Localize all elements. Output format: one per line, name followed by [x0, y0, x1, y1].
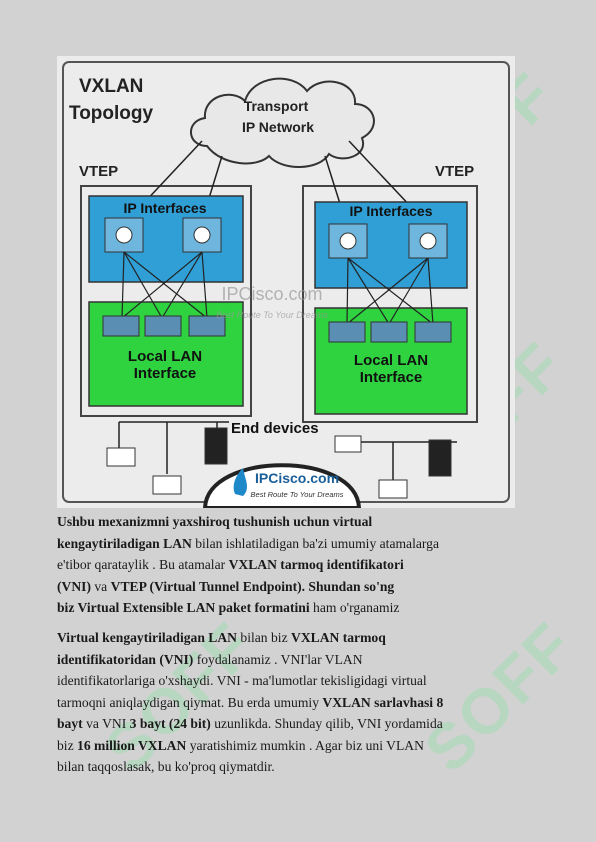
p1-s5: VXLAN tarmoq identifikatori: [228, 557, 404, 572]
switch-icon-right-2: [370, 321, 408, 343]
p2-s15: yaratishimiz mumkin . Agar biz uni VLAN: [186, 737, 424, 753]
p1-s2: kengaytiriladigan LAN: [57, 535, 192, 551]
p1-s7: va: [90, 578, 111, 594]
p2-s10: va VNI: [82, 716, 130, 731]
p1-s4: e'tibor qarataylik . Bu atamalar: [57, 557, 229, 572]
cloud-icon: [190, 77, 375, 168]
switch-icon-left-1: [102, 315, 140, 337]
lan-right-label-line1: Local LAN: [354, 352, 428, 369]
p2-s9: bayt: [57, 716, 83, 731]
router-icon-right-2: [408, 223, 448, 259]
switch-icon-right-1: [328, 321, 366, 343]
p2-s14: 16 million VXLAN: [77, 737, 187, 753]
logo-text: IPCisco.com: [255, 470, 339, 486]
laptop-icon-right-1: [334, 435, 362, 453]
laptop-icon-left-1: [106, 447, 136, 467]
server-icon-left: [204, 427, 228, 465]
paragraph-2: Virtual kengaytiriladigan LAN bilan biz …: [57, 627, 519, 778]
p1-s8: VTEP (Virtual Tunnel Endpoint). Shundan …: [110, 578, 395, 594]
switch-icon-left-2: [144, 315, 182, 337]
p1-s9: biz Virtual Extensible LAN paket formati…: [57, 600, 310, 615]
p2-s4: identifikatoridan (VNI): [57, 651, 194, 667]
lan-left-label-line1: Local LAN: [128, 348, 202, 365]
paragraph-1: Ushbu mexanizmni yaxshiroq tushunish uch…: [57, 511, 519, 619]
p2-s1: Virtual kengaytiriladigan LAN: [57, 630, 238, 645]
p1-s6: (VNI): [57, 578, 91, 594]
p2-s7: tarmoqni aniqlaydigan qiymat. Bu erda um…: [57, 694, 323, 710]
diagram-title-line2: Topology: [69, 103, 154, 124]
vtep-left-frame: [80, 185, 252, 417]
p2-s13: biz: [57, 737, 78, 753]
vtep-right-label: VTEP: [435, 163, 474, 180]
logo-tagline: Best Route To Your Dreams: [251, 490, 344, 499]
p1-s10: ham o'rganamiz: [309, 600, 400, 615]
p2-s3: VXLAN tarmoq: [291, 630, 386, 645]
vtep-right-frame: [302, 185, 478, 423]
p2-s16: bilan taqqoslasak, bu ko'proq qiymatdir.: [57, 759, 275, 774]
p2-s2: bilan biz: [237, 630, 291, 645]
router-icon-right-1: [328, 223, 368, 259]
cloud-label-line1: Transport: [244, 98, 309, 114]
p2-s6: identifikatorlariga o'xshaydi. VNI - ma'…: [57, 673, 427, 688]
server-icon-right: [428, 439, 452, 477]
lan-right-label-line2: Interface: [360, 369, 423, 386]
router-icon-left-2: [182, 217, 222, 253]
laptop-icon-right-2: [378, 479, 408, 499]
p2-s12: uzunlikda. Shunday qilib, VNI yordamida: [210, 716, 443, 731]
ip-interfaces-left-label: IP Interfaces: [123, 200, 206, 216]
p2-s5: foydalanamiz . VNI'lar VLAN: [193, 651, 363, 667]
p1-s3: bilan ishlatiladigan ba'zi umumiy atamal…: [191, 535, 440, 551]
vxlan-topology-diagram: VXLAN Topology Transport IP Network VTEP…: [57, 56, 515, 508]
laptop-icon-left-2: [152, 475, 182, 495]
switch-icon-left-3: [188, 315, 226, 337]
center-watermark: IPCisco.com: [221, 284, 322, 304]
ipcisco-logo: [202, 463, 362, 508]
p2-s8: VXLAN sarlavhasi 8: [322, 694, 444, 710]
router-icon-left-1: [104, 217, 144, 253]
cloud-label-line2: IP Network: [242, 119, 314, 135]
center-watermark-tagline: Best Route To Your Dreams: [216, 310, 328, 320]
vtep-left-label: VTEP: [79, 163, 118, 180]
end-devices-label: End devices: [231, 420, 319, 437]
lan-left-label-line2: Interface: [134, 365, 197, 382]
switch-icon-right-3: [414, 321, 452, 343]
p1-s1: Ushbu mexanizmni yaxshiroq tushunish uch…: [57, 514, 373, 529]
ip-interfaces-right-label: IP Interfaces: [349, 203, 432, 219]
p2-s11: 3 bayt (24 bit): [129, 716, 211, 731]
diagram-title-line1: VXLAN: [79, 76, 143, 97]
